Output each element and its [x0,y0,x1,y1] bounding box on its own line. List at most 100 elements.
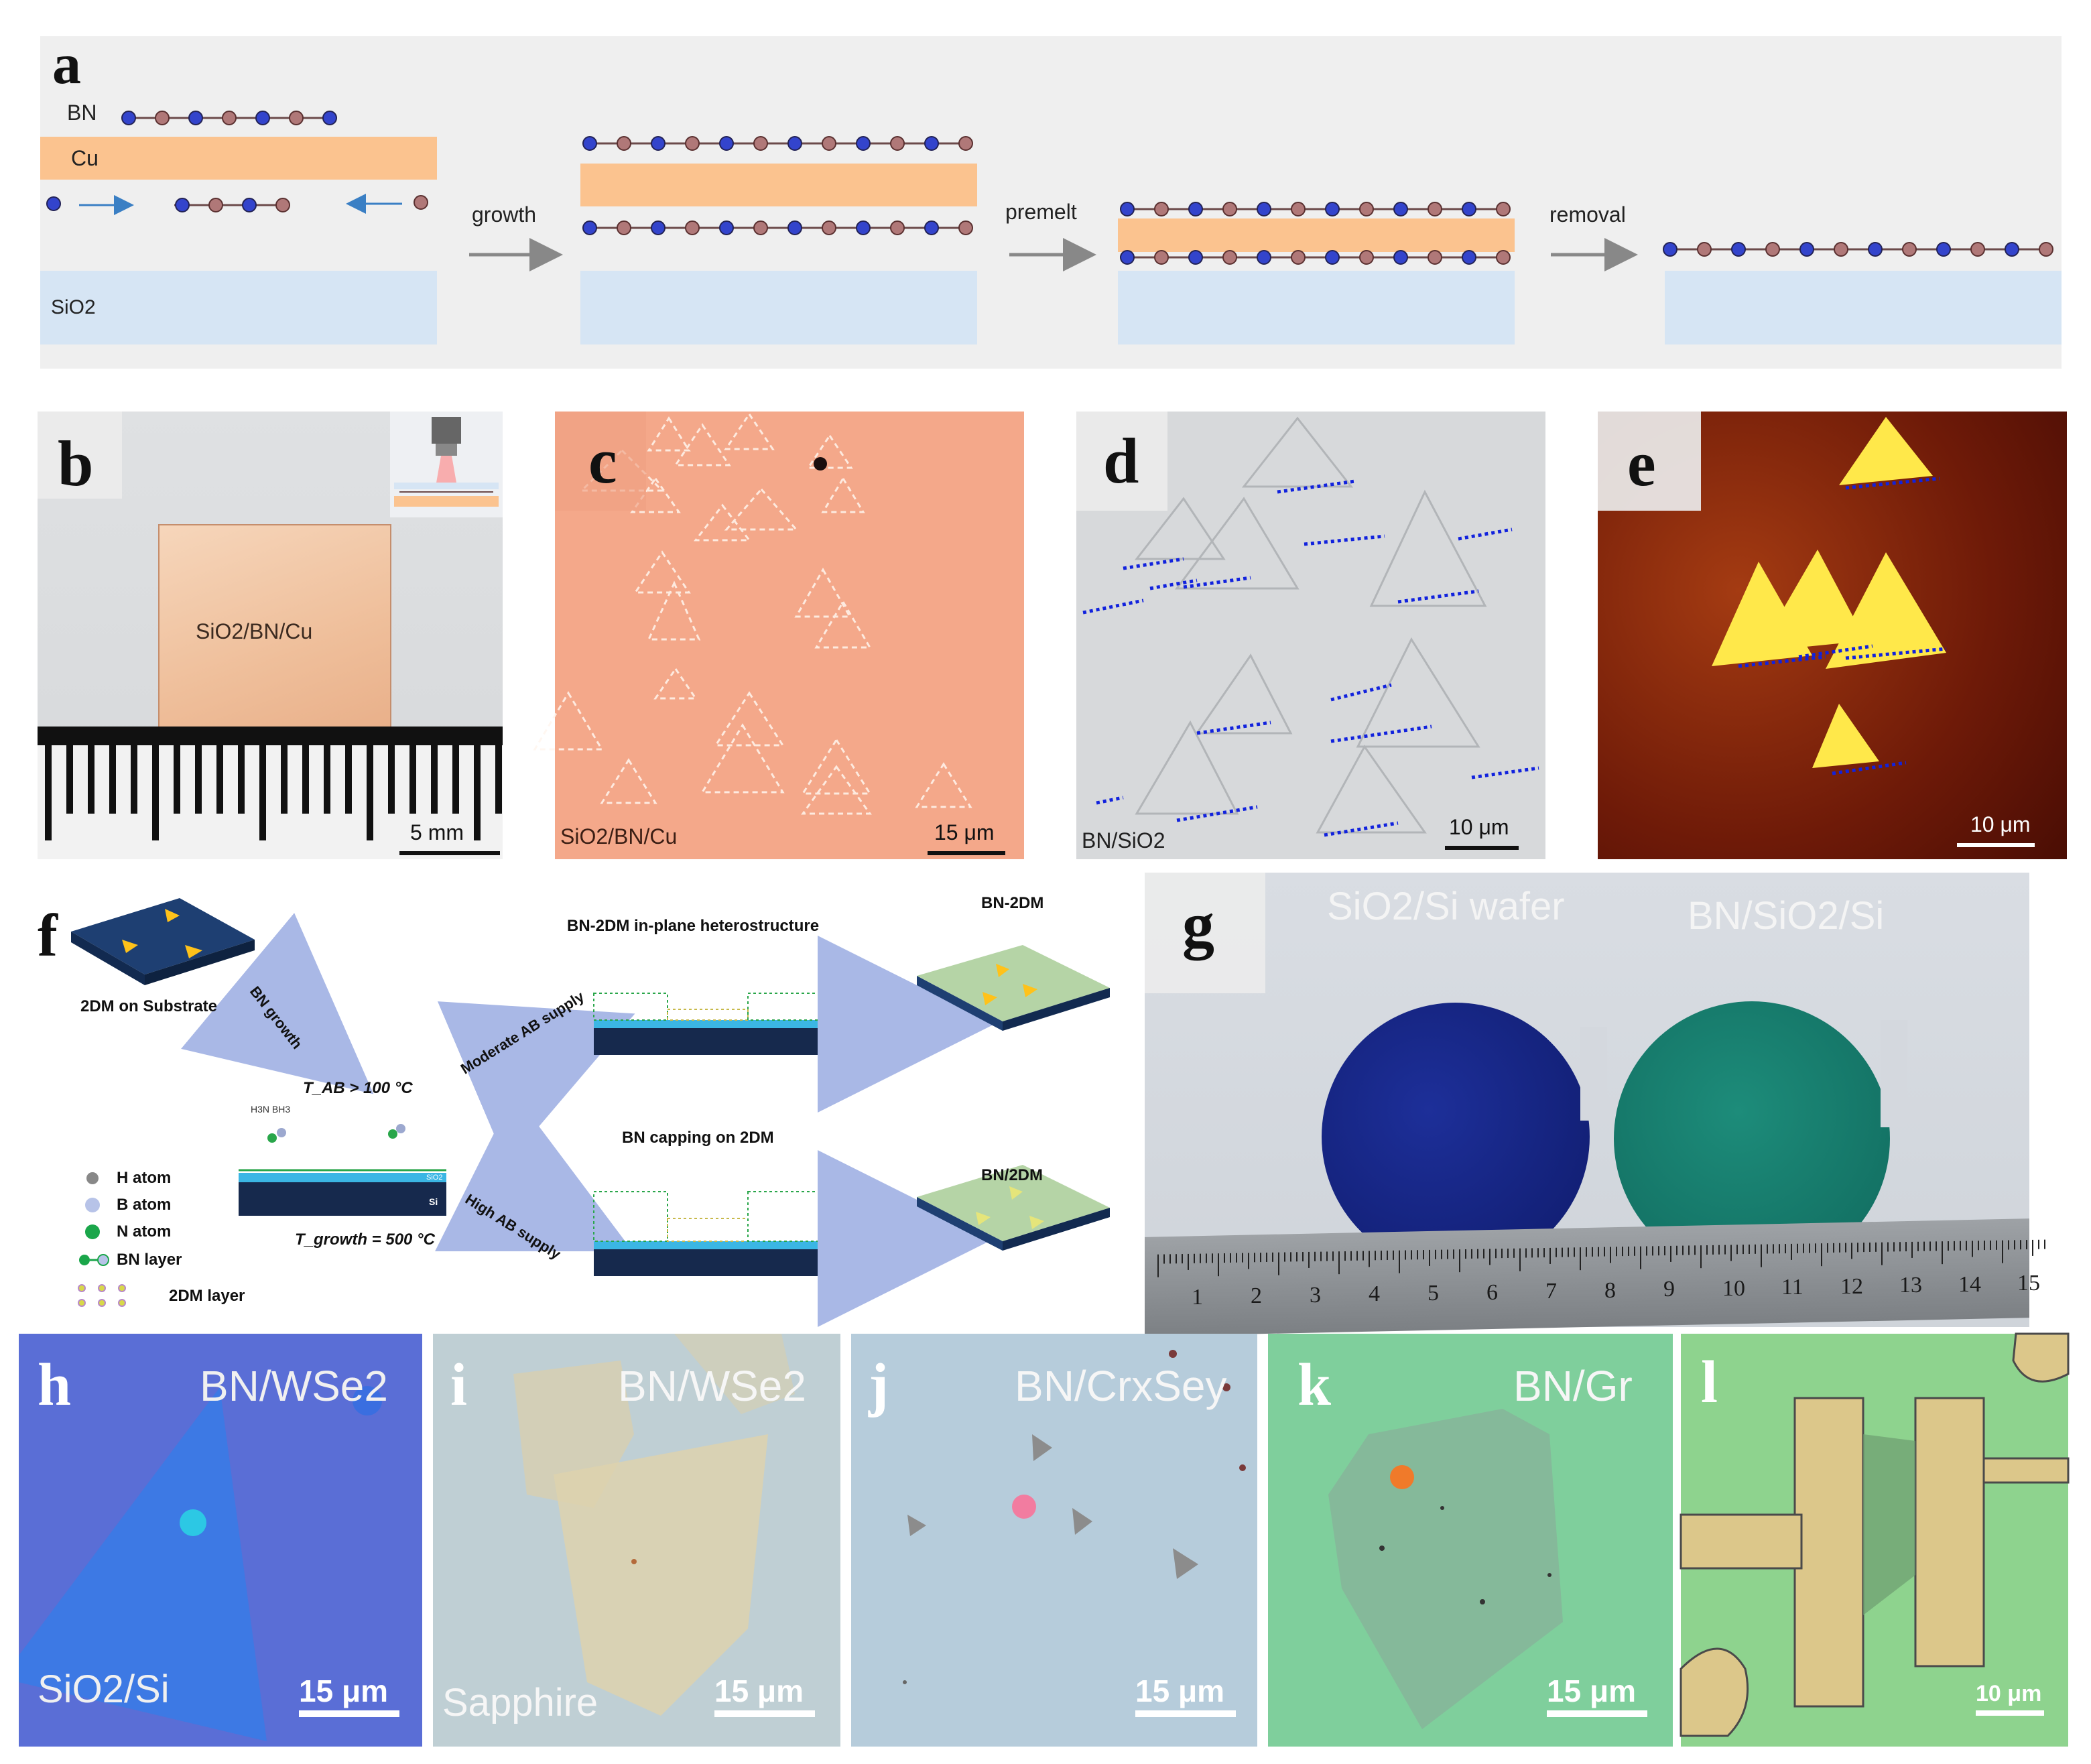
ruler-number: 11 [1781,1275,1803,1300]
panel-letter-j: j [869,1352,889,1418]
ruler-ticks [38,727,503,840]
raman-map [1712,417,1947,775]
panel-a: a BN Cu SiO2 growth premelt removal [40,32,2062,369]
t-growth-label: T_growth = 500 °C [295,1231,435,1249]
legend-n: N atom [117,1222,172,1241]
scale-label-j: 15 μm [1135,1674,1224,1708]
scale-bar-e [1957,843,2035,847]
left-wafer-label: SiO2/Si wafer [1327,885,1565,928]
wafer-flat-right [1881,1020,1907,1127]
inplane-title: BN-2DM in-plane heterostructure [567,917,820,935]
scale-bar-k [1547,1710,1647,1717]
panel-d: d BN/SiO2 10 μm [1076,412,1545,859]
panel-letter-k: k [1297,1352,1332,1418]
sample-label-c: SiO2/BN/Cu [560,824,678,848]
panel-e: e 10 μm [1598,412,2067,859]
panel-letter-h: h [38,1352,72,1418]
t-ab-label: T_AB > 100 °C [303,1079,413,1097]
sio2-layer-label: SiO2 [426,1174,443,1182]
panel-letter-e: e [1627,428,1656,499]
si-layer-label: Si [429,1196,438,1207]
transferred-domains [1082,416,1539,837]
ruler-number: 1 [1192,1284,1203,1310]
ruler-number: 4 [1369,1281,1380,1307]
bn-chain [1663,242,2053,257]
panel-l: l 10 μm [1680,1332,2070,1747]
sample-label-d: BN/SiO2 [1082,828,1165,853]
scale-bar-l [1976,1710,2044,1716]
bn-chain [1120,250,1511,265]
ruler-number: 12 [1840,1273,1863,1299]
bn-chain [1120,202,1511,216]
scale-label-i: 15 μm [714,1674,804,1708]
panel-i: i BN/WSe2 Sapphire 15 μm [433,1334,840,1747]
removal-label: removal [1549,202,1626,227]
title-i: BN/WSe2 [618,1362,806,1410]
scale-label-b: 5 mm [410,820,464,844]
legend-b: B atom [117,1196,172,1214]
bn-atoms-stage1 [121,111,337,125]
ruler-markings [1157,1239,2045,1277]
scale-label-c: 15 μm [934,820,995,844]
premelt-label: premelt [1005,200,1077,224]
panel-letter-g: g [1182,889,1214,960]
sio2-si-wafer [1322,1003,1590,1271]
ruler-number: 13 [1899,1273,1922,1298]
panel-j: j BN/CrxSey 15 μm [851,1334,1257,1747]
title-k: BN/Gr [1513,1362,1633,1410]
growth-schematic [71,898,1110,1327]
legend-2dm-layer: 2DM layer [169,1287,245,1305]
scale-label-k: 15 μm [1547,1674,1636,1708]
ruler-number: 3 [1310,1282,1321,1308]
panel-letter-a: a [52,32,81,96]
panel-letter-l: l [1701,1349,1718,1415]
legend-h: H atom [117,1169,172,1187]
substrate-i: Sapphire [442,1681,598,1724]
copper-sample [158,524,391,729]
growth-label: growth [472,202,537,227]
panel-letter-c: c [588,425,617,497]
result1-label: BN-2DM [981,894,1044,912]
panel-h: h BN/WSe2 SiO2/Si 15 μm [19,1334,422,1747]
substrate-h: SiO2/Si [38,1667,170,1711]
scale-bar-i [714,1710,815,1717]
panel-letter-b: b [58,428,94,499]
panel-letter-d: d [1103,425,1139,497]
ruler-number: 2 [1251,1283,1262,1309]
title-j: BN/CrxSey [1015,1362,1227,1410]
scale-label-e: 10 μm [1970,812,2031,836]
bn-chain [582,220,973,235]
scale-bar-c [928,851,1005,855]
bn-label: BN [67,101,97,125]
scale-bar-h [299,1710,399,1717]
ruler-number: 5 [1428,1280,1439,1306]
result2-label: BN/2DM [981,1166,1043,1184]
cu-foil [40,137,437,180]
ruler-number: 6 [1486,1279,1498,1305]
ruler-number: 14 [1958,1271,1981,1297]
sio2-substrate [40,271,437,344]
scale-bar-b [399,851,500,855]
ruler-number: 10 [1722,1275,1745,1301]
panel-b: SiO2/BN/Cu b 5 mm [38,412,503,859]
scale-label-l: 10 μm [1976,1681,2042,1706]
inset-microscope [390,412,503,517]
ruler-number: 8 [1604,1277,1616,1303]
ruler-number: 7 [1545,1279,1557,1304]
panel-letter-f: f [38,903,58,969]
sio2-label: SiO2 [51,296,96,318]
title-h: BN/WSe2 [200,1362,388,1410]
scale-label-d: 10 μm [1449,815,1509,839]
scale-label-h: 15 μm [299,1674,388,1708]
cu-label: Cu [71,146,99,170]
panel-c: c SiO2/BN/Cu 15 μm [533,412,1024,859]
panel-letter-i: i [450,1352,468,1418]
scale-bar-j [1135,1710,1236,1717]
panel-f: f 2DM on Substrate BN growth T_AB > 100 … [38,883,1123,1327]
scale-bar-d [1445,846,1519,850]
start-label: 2DM on Substrate [80,997,218,1015]
legend-bn-layer: BN layer [117,1251,182,1269]
wafer-flat-left [1580,1027,1607,1121]
panel-a-schematic [40,111,2062,344]
